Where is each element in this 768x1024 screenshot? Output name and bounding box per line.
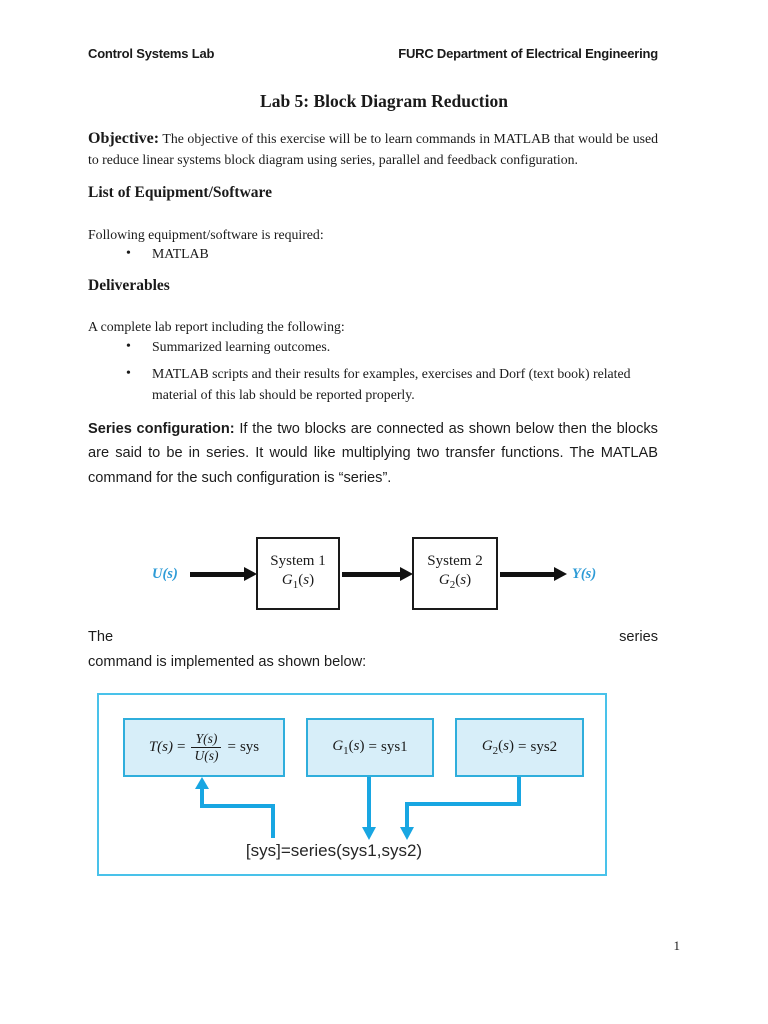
page-title: Lab 5: Block Diagram Reduction — [260, 91, 508, 111]
deliverables-intro: A complete lab report including the foll… — [88, 319, 345, 334]
eq-sign: = — [368, 739, 377, 755]
objective-paragraph: Objective: The objective of this exercis… — [88, 128, 658, 170]
input-arrow-line — [190, 572, 246, 577]
sys1-arrow-head-down — [362, 827, 376, 840]
eq-lhs: T(s) — [148, 739, 174, 755]
eq-rhs: sys2 — [530, 739, 558, 755]
objective-text: The objective of this exercise will be t… — [88, 131, 659, 167]
header-department-label: FURC Department of Electrical Engineerin… — [398, 46, 658, 61]
output-arrow-head — [554, 567, 567, 581]
sys1-arrow-vline — [367, 777, 371, 828]
deliverables-heading: Deliverables — [88, 277, 170, 294]
sys2-arrow-downleg — [405, 802, 409, 828]
output-signal-label: Y(s) — [572, 566, 597, 582]
fraction: Y(s) U(s) — [191, 731, 222, 764]
eq-rhs: sys1 — [380, 739, 408, 755]
system-block-2: System 2 G2(s) — [412, 537, 498, 610]
sys-return-arrow-head-up — [195, 777, 209, 789]
equipment-heading: List of Equipment/Software — [88, 184, 273, 201]
input-arrow-head — [244, 567, 257, 581]
deliverables-list: Summarized learning outcomes. MATLAB scr… — [88, 336, 658, 405]
series-command-sentence-line1: The series — [88, 629, 658, 645]
objective-label: Objective: — [88, 130, 160, 147]
series-command-figure: T(s) = Y(s) U(s) = sys G1(s) = sys1 G2(s… — [97, 693, 607, 876]
sys2-arrow-head-down — [400, 827, 414, 840]
page-header: Control Systems Lab FURC Department of E… — [88, 46, 658, 61]
list-item: MATLAB scripts and their results for exa… — [88, 363, 658, 405]
list-item: MATLAB — [88, 243, 658, 264]
system-block-1: System 1 G1(s) — [256, 537, 340, 610]
page-number: 1 — [673, 938, 681, 953]
sys2-arrow-vline — [517, 777, 521, 806]
sentence-left-word: The — [88, 629, 114, 645]
series-block-diagram: U(s) System 1 G1(s) System 2 G2(s) Y(s) — [0, 530, 768, 625]
sentence-right-word: series — [619, 629, 658, 645]
header-course-label: Control Systems Lab — [88, 46, 215, 61]
list-item: Summarized learning outcomes. — [88, 336, 658, 357]
eq-sign: = — [518, 739, 527, 755]
eq-box-g1: G1(s) = sys1 — [306, 718, 434, 777]
system-block-title: System 1 — [270, 553, 326, 569]
equipment-list: MATLAB — [88, 243, 658, 264]
series-command-text: [sys]=series(sys1,sys2) — [245, 841, 423, 860]
fraction-denominator: U(s) — [194, 748, 219, 763]
system-block-title: System 2 — [427, 553, 483, 569]
eq-sign: = — [227, 739, 236, 755]
series-configuration-paragraph: Series configuration: If the two blocks … — [88, 417, 658, 490]
eq-box-g2: G2(s) = sys2 — [455, 718, 584, 777]
sys-return-arrow-vline — [200, 788, 204, 808]
sys2-arrow-hline — [405, 802, 521, 806]
transfer-function-label: G2(s) — [438, 572, 472, 591]
output-arrow-line — [500, 572, 554, 577]
input-signal-label: U(s) — [152, 566, 178, 582]
series-configuration-text: If the two blocks are connected as shown… — [88, 421, 658, 486]
series-command-sentence-line2: command is implemented as shown below: — [88, 654, 367, 670]
sys-return-arrow-hline — [200, 804, 275, 808]
inter-block-arrow-head — [400, 567, 413, 581]
equipment-intro: Following equipment/software is required… — [88, 227, 324, 242]
series-configuration-label: Series configuration: — [88, 421, 235, 437]
eq-box-transfer-function: T(s) = Y(s) U(s) = sys — [123, 718, 285, 777]
eq-g2-label: G2(s) — [481, 738, 515, 757]
fraction-numerator: Y(s) — [191, 731, 222, 748]
inter-block-arrow-line — [342, 572, 400, 577]
eq-sign: = — [177, 739, 186, 755]
eq-g1-label: G1(s) — [332, 738, 365, 757]
sys-return-arrow-downleg — [271, 804, 275, 838]
transfer-function-label: G1(s) — [281, 572, 315, 591]
eq-rhs: sys — [239, 739, 260, 755]
